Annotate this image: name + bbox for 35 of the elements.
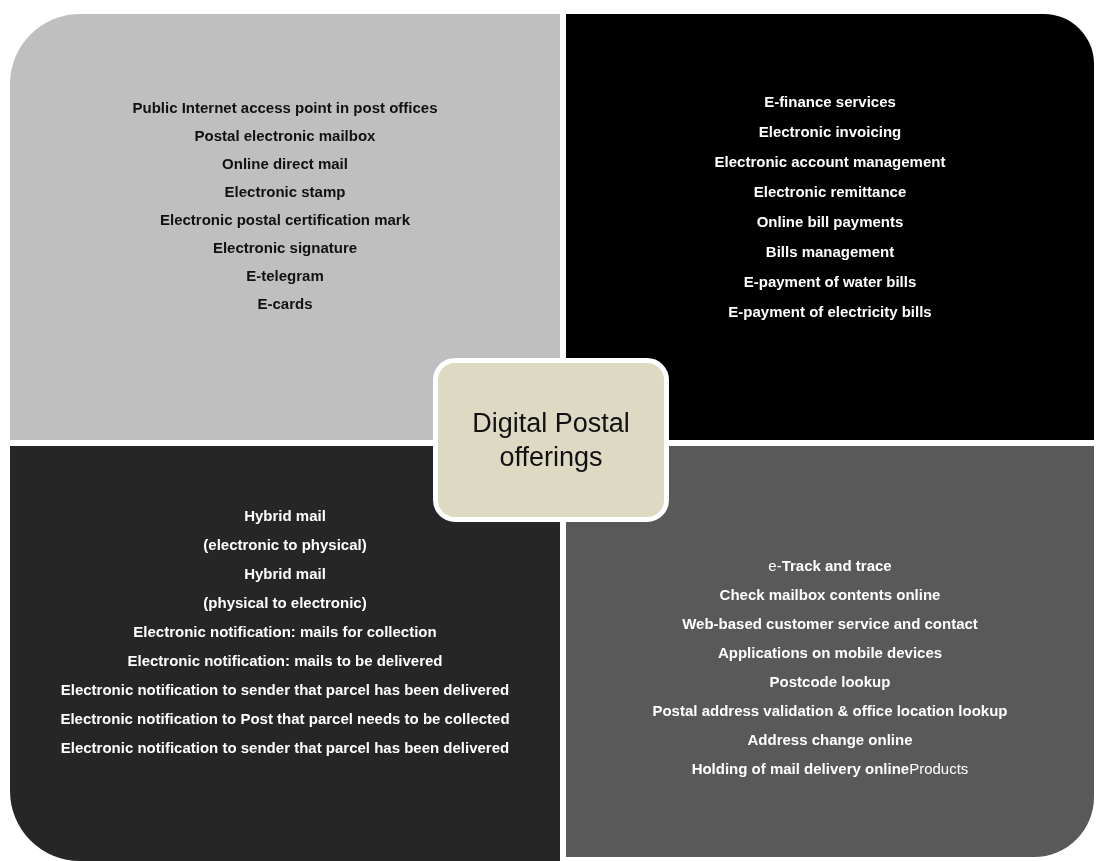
list-item: E-payment of electricity bills bbox=[728, 302, 932, 321]
list-item: Postal electronic mailbox bbox=[194, 126, 376, 145]
list-item: Electronic signature bbox=[212, 238, 358, 257]
list-item: Electronic notification to sender that parcel has been delivered bbox=[60, 680, 510, 699]
list-item: E-finance services bbox=[764, 92, 896, 111]
list-item: Online direct mail bbox=[222, 154, 348, 173]
list-item: Electronic notification to Post that parcel needs to be collected bbox=[60, 709, 510, 728]
list-item: Electronic postal certification mark bbox=[159, 210, 411, 229]
center-box bbox=[433, 358, 669, 522]
list-item: Electronic invoicing bbox=[758, 122, 902, 141]
list-item: Hybrid mail bbox=[244, 506, 326, 525]
list-item: Web-based customer service and contact bbox=[682, 614, 978, 633]
list-item: Electronic notification: mails for collection bbox=[133, 622, 437, 641]
list-item: (physical to electronic) bbox=[203, 593, 367, 612]
list-item: e-Track and trace bbox=[768, 556, 892, 575]
list-item: (electronic to physical) bbox=[203, 535, 367, 554]
list-item: Hybrid mail bbox=[244, 564, 326, 583]
list-item: Online bill payments bbox=[756, 212, 904, 231]
list-item: E-payment of water bills bbox=[743, 272, 917, 291]
list-item: Bills management bbox=[765, 242, 895, 261]
list-item: Electronic stamp bbox=[224, 182, 346, 201]
list-item: Electronic remittance bbox=[753, 182, 907, 201]
list-item: Applications on mobile devices bbox=[717, 643, 943, 662]
list-item: Electronic notification to sender that parcel has been delivered bbox=[60, 738, 510, 757]
list-item: Public Internet access point in post offices bbox=[132, 98, 438, 117]
list-item: E-telegram bbox=[246, 266, 324, 285]
list-item: Address change online bbox=[747, 730, 913, 749]
list-item: Electronic notification: mails to be delivered bbox=[127, 651, 443, 670]
list-item: Electronic account management bbox=[714, 152, 946, 171]
list-item: Postcode lookup bbox=[769, 672, 891, 691]
list-item: Holding of mail delivery onlineProducts bbox=[691, 759, 969, 778]
list-item: Postal address validation & office location lookup bbox=[652, 701, 1008, 720]
list-item: Check mailbox contents online bbox=[719, 585, 941, 604]
center-title: Digital Postal offerings bbox=[471, 407, 631, 474]
list-item: E-cards bbox=[257, 294, 313, 313]
